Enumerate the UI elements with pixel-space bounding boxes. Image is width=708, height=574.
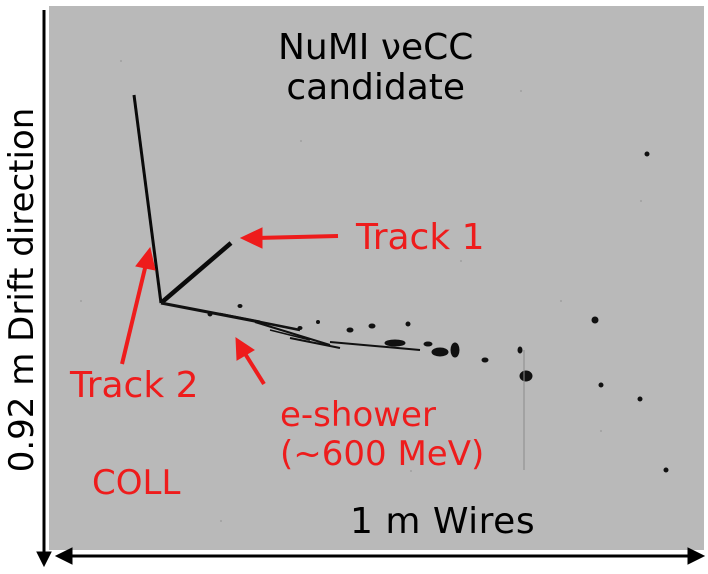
e-shower-deposits [160,151,669,473]
annotation-arrows [120,227,339,386]
event-title: NuMI νeCC candidate [278,28,473,107]
wire-axis [54,547,706,565]
wires-axis-label: 1 m Wires [350,501,536,542]
track-2-line [132,94,163,304]
e-shower-label: e-shower (~600 MeV) [280,395,485,475]
drift-axis [36,10,52,568]
e-shower-label-line-1: e-shower [280,395,436,435]
track-1-label: Track 1 [356,217,485,258]
e-shower-label-line-2: (~600 MeV) [280,434,485,475]
noise-speckles [80,60,642,522]
track-1-line [159,241,233,305]
event-title-line-1: NuMI νeCC [278,27,474,68]
drift-axis-label: 0.92 m Drift direction [2,107,42,473]
coll-label: COLL [92,463,181,503]
event-title-line-2: candidate [286,66,466,108]
track-2-label: Track 2 [70,365,199,406]
